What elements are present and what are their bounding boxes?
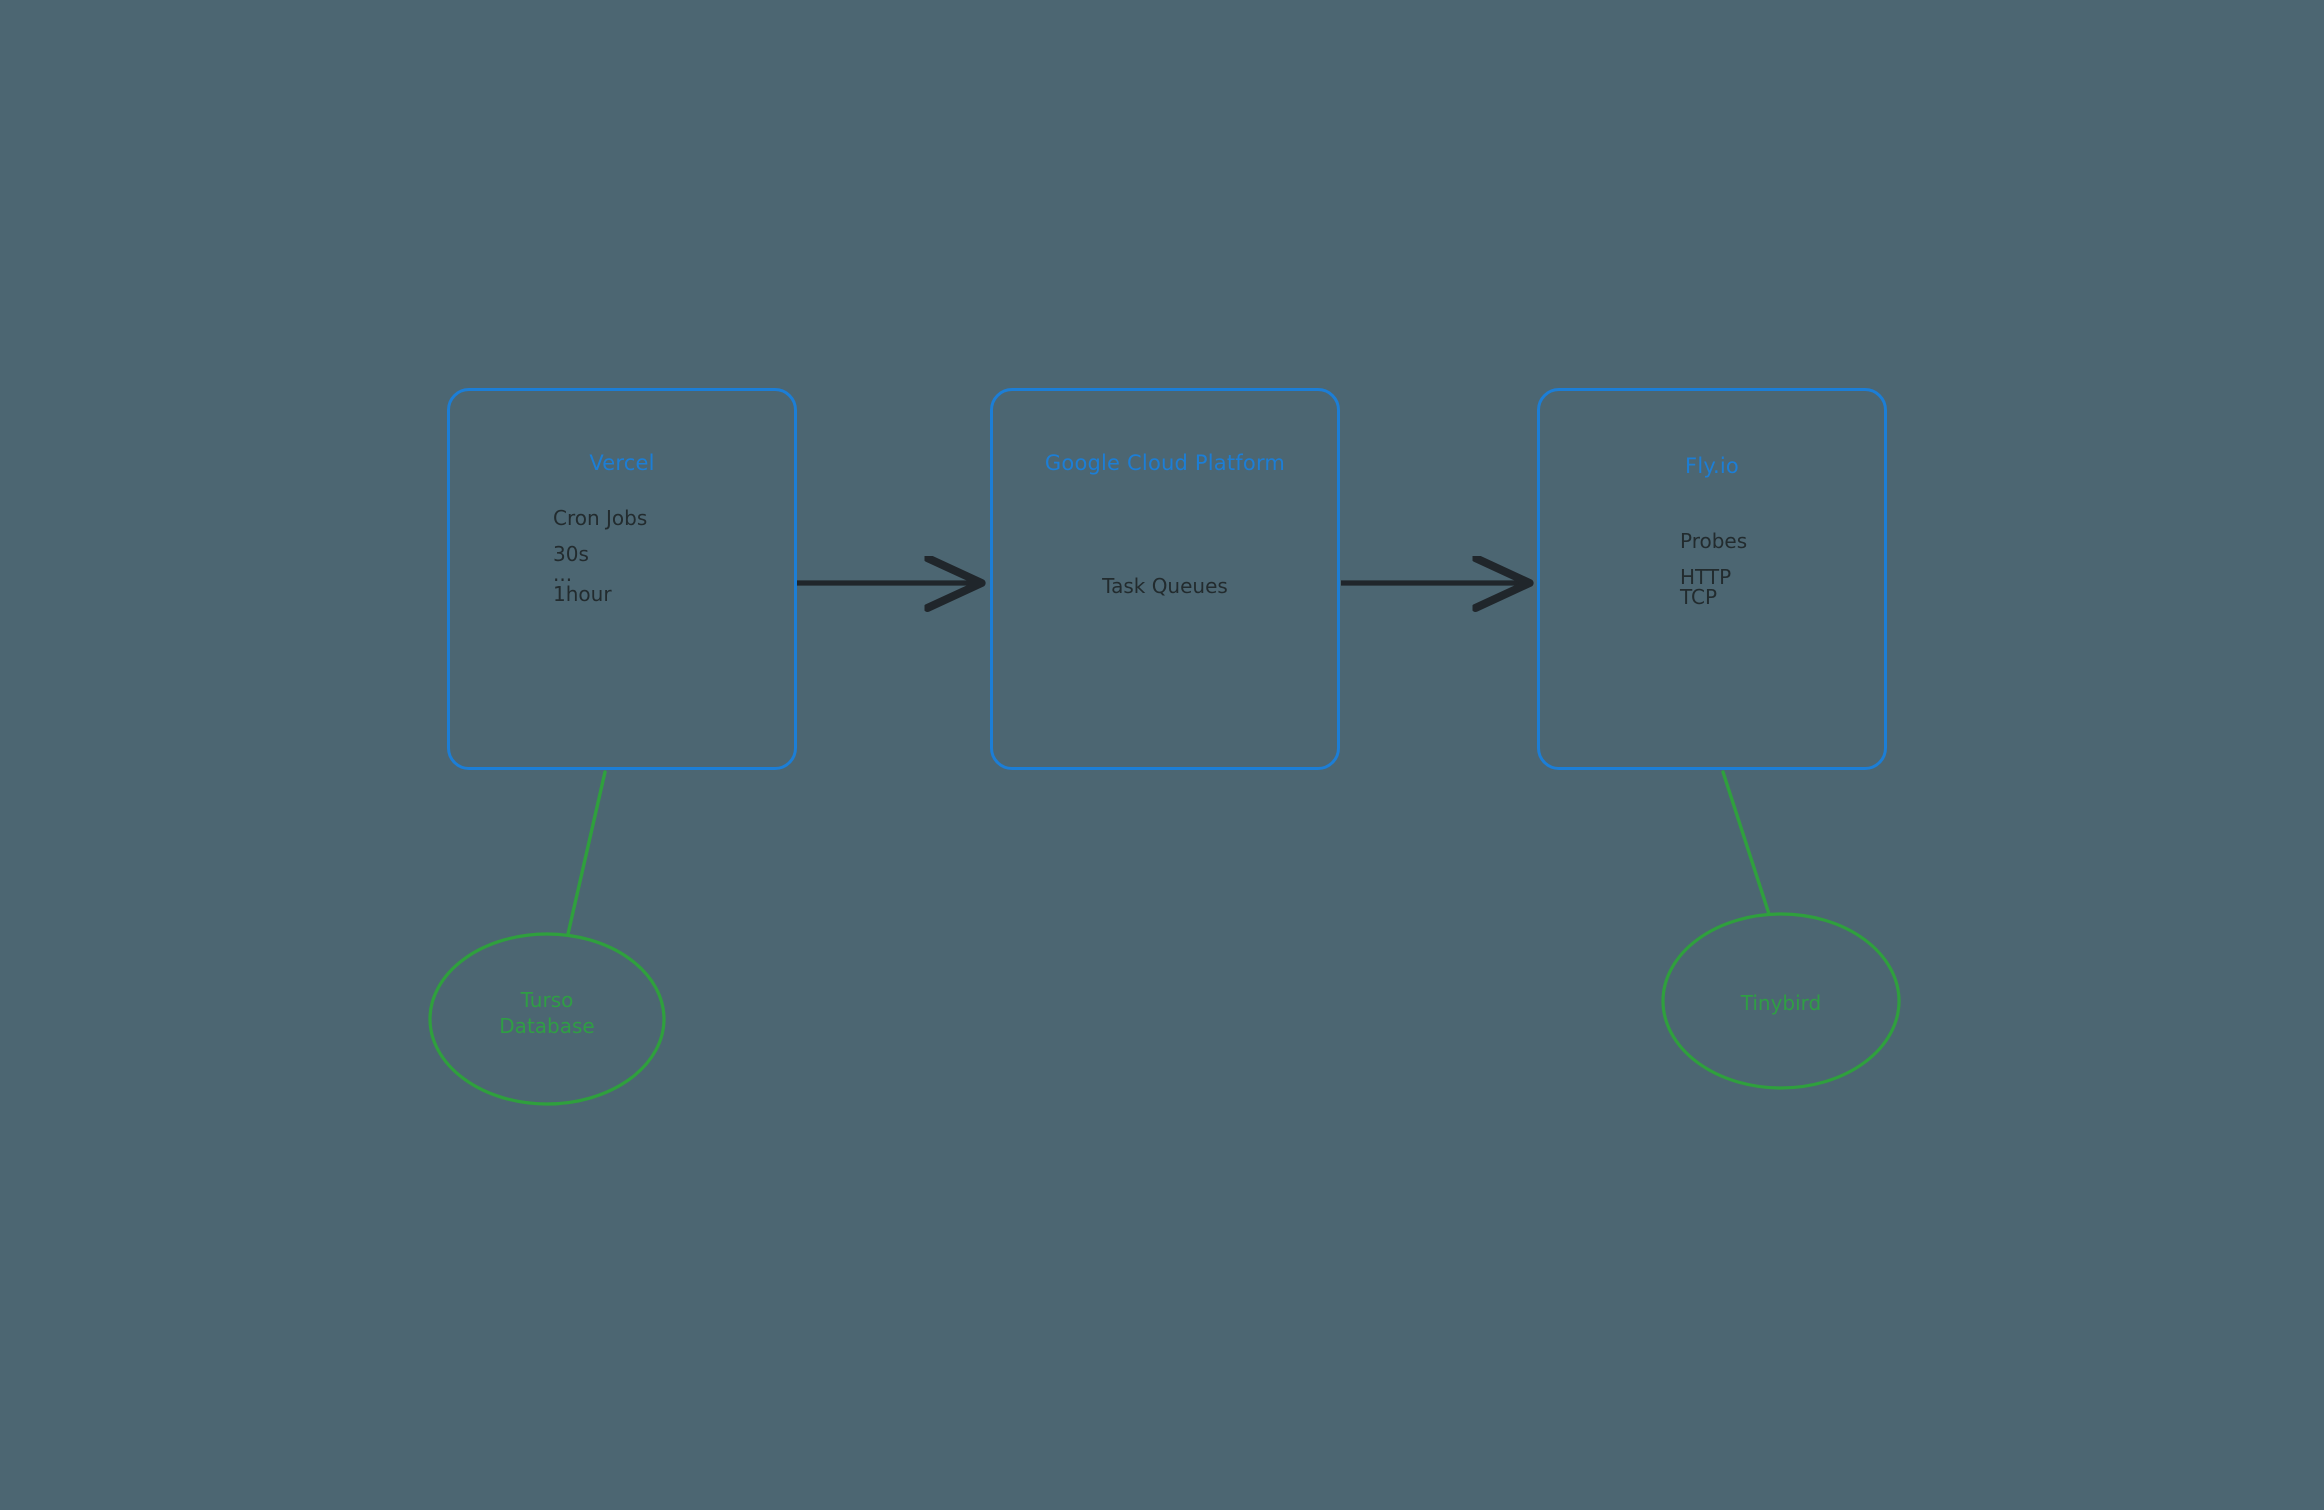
- connector-vercel-to-turso: [566, 770, 607, 936]
- node-vercel-line-2: 30s: [553, 542, 589, 566]
- node-flyio-body: Probes HTTP TCP: [1680, 531, 1747, 607]
- node-vercel-line-4: 1hour: [553, 582, 612, 606]
- node-vercel-body: Cron Jobs 30s ... 1hour: [553, 508, 647, 604]
- node-flyio-title: Fly.io: [1685, 454, 1739, 478]
- node-gcp[interactable]: Google Cloud Platform Task Queues: [990, 388, 1340, 770]
- node-flyio-line-0: Probes: [1680, 529, 1748, 553]
- ellipse-turso: [428, 932, 666, 1106]
- node-gcp-line-0: Task Queues: [1102, 574, 1228, 598]
- ellipse-tinybird: [1661, 912, 1901, 1090]
- node-flyio[interactable]: Fly.io Probes HTTP TCP: [1537, 388, 1887, 770]
- connector-flyio-to-tinybird: [1721, 770, 1771, 916]
- node-vercel[interactable]: Vercel Cron Jobs 30s ... 1hour: [447, 388, 797, 770]
- node-vercel-line-3: ...: [553, 562, 573, 586]
- node-gcp-body: Task Queues: [993, 576, 1337, 596]
- node-flyio-line-2: HTTP: [1680, 565, 1732, 589]
- node-vercel-title: Vercel: [589, 451, 655, 475]
- node-gcp-title: Google Cloud Platform: [1044, 451, 1286, 475]
- node-vercel-line-0: Cron Jobs: [553, 506, 648, 530]
- node-flyio-line-3: TCP: [1680, 585, 1718, 609]
